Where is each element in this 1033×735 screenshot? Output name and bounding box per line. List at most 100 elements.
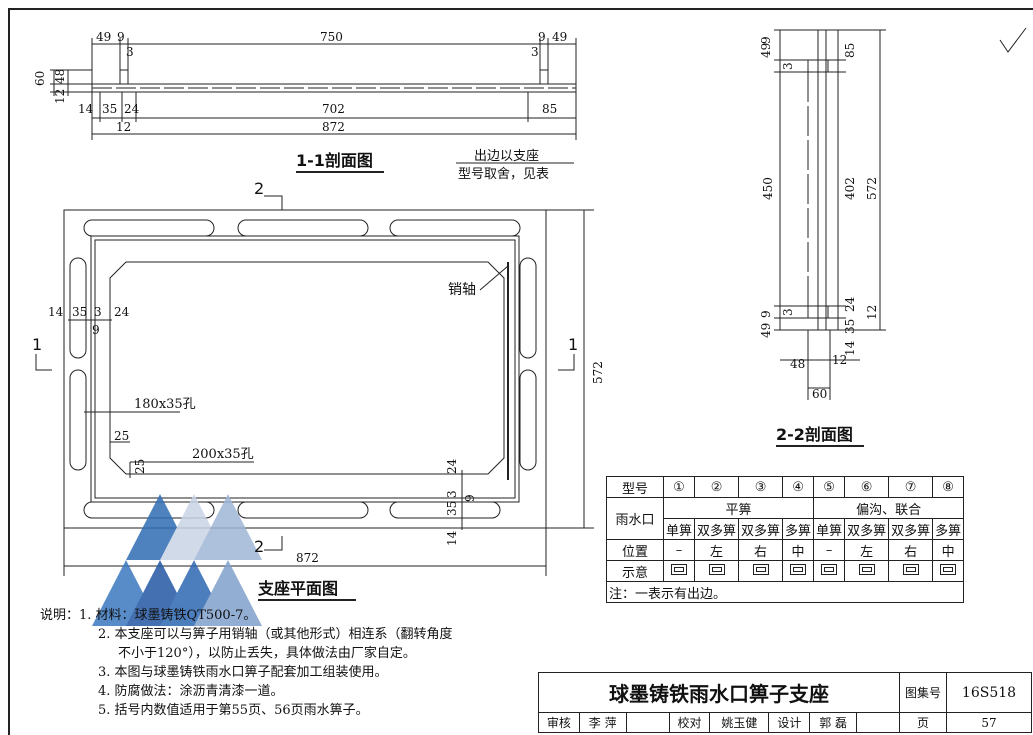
dim-2-2-402: 402 xyxy=(843,177,857,200)
group-offset: 偏沟、联合 xyxy=(813,497,965,519)
plan-pin-label: 销轴 xyxy=(448,282,476,298)
atlas-label: 图集号 xyxy=(899,672,947,713)
type-2: ② xyxy=(694,476,740,498)
grate-symbol-icon xyxy=(821,563,838,575)
section-1-1-note-1: 出边以支座 xyxy=(474,149,539,164)
dim-702: 702 xyxy=(322,102,345,116)
dim-2-2-12b: 12 xyxy=(832,353,847,367)
dim-9-tl: 9 xyxy=(117,30,125,44)
note-1: 1. 材料：球墨铸铁QT500-7。 xyxy=(79,608,257,623)
section-1-1-title: 1-1剖面图 xyxy=(296,151,373,170)
dim-9-tr: 9 xyxy=(538,30,546,44)
grate-symbol-icon xyxy=(940,563,957,575)
note-2-cont: 不小于120°），以防止丢失，具体做法由厂家自定。 xyxy=(118,646,416,661)
inlet-5: 单箅 xyxy=(813,518,846,540)
table-note: 注：一表示有出边。 xyxy=(605,581,965,603)
dim-750: 750 xyxy=(320,30,343,44)
grate-symbol-icon xyxy=(671,563,687,575)
type-3: ③ xyxy=(738,476,784,498)
design-label: 设计 xyxy=(768,712,811,733)
review-name: 李 萍 xyxy=(578,712,627,733)
schematic-header: 示意 xyxy=(606,560,664,582)
review-signature xyxy=(625,712,670,733)
page-label: 页 xyxy=(899,712,947,733)
dim-2-2-9a: 9 xyxy=(759,36,773,44)
dim-2-2-48: 48 xyxy=(790,357,805,371)
note-2: 2. 本支座可以与箅子用销轴（或其他形式）相连系（翻转角度 xyxy=(98,627,453,642)
dim-872-b: 872 xyxy=(322,120,345,134)
drawing-title: 球墨铸铁雨水口箅子支座 xyxy=(538,672,900,713)
grate-symbol-icon xyxy=(752,563,769,575)
note-3: 3. 本图与球墨铸铁雨水口箅子配套加工组装使用。 xyxy=(98,665,388,680)
inlet-8: 多箅 xyxy=(932,518,965,540)
cut-mark-top: 2 xyxy=(254,179,264,198)
inlet-6: 双多箅 xyxy=(844,518,890,540)
plan-dim-r9: 9 xyxy=(463,494,477,502)
position-2: 左 xyxy=(694,539,740,561)
title-block: 球墨铸铁雨水口箅子支座 图集号 16S518 审核 李 萍 校对 姚玉健 设计 … xyxy=(538,672,1032,733)
type-1: ① xyxy=(662,476,696,498)
group-flat: 平箅 xyxy=(662,497,815,519)
cut-mark-left: 1 xyxy=(32,335,42,354)
inlet-1: 单箅 xyxy=(662,518,696,540)
design-name: 郭 磊 xyxy=(809,712,857,733)
plan-dim-572: 572 xyxy=(591,361,605,384)
type-4: ④ xyxy=(782,476,815,498)
position-4: 中 xyxy=(782,539,815,561)
dim-2-2-14: 14 xyxy=(843,340,857,356)
inlet-4: 多箅 xyxy=(782,518,815,540)
dim-2-2-9b: 9 xyxy=(759,310,773,318)
dim-3-tr: 3 xyxy=(531,45,539,59)
type-table: 型号 ① ② ③ ④ ⑤ ⑥ ⑦ ⑧ 雨水口 平箅 偏沟、联合 单箅 双多箅 双… xyxy=(605,476,965,603)
plan-inner-opening xyxy=(109,261,505,475)
position-1: – xyxy=(662,539,696,561)
cut-mark-bottom: 2 xyxy=(254,537,264,556)
notes-label: 说明： xyxy=(40,608,80,623)
dim-49-tr: 49 xyxy=(552,30,567,44)
position-header: 位置 xyxy=(606,539,664,561)
grate-symbol-icon xyxy=(790,563,807,575)
dim-49-tl: 49 xyxy=(96,30,111,44)
section-1-1-lip-right xyxy=(539,69,549,85)
plan-dim-14: 14 xyxy=(48,305,64,319)
dim-2-2-85: 85 xyxy=(843,43,857,58)
grate-symbol-icon xyxy=(902,563,919,575)
section-1-1-note-2: 型号取舍，见表 xyxy=(458,167,549,182)
type-7: ⑦ xyxy=(888,476,934,498)
dim-48: 48 xyxy=(53,69,67,84)
review-label: 审核 xyxy=(538,712,580,733)
plan-hole-200: 200x35孔 xyxy=(192,447,254,462)
plan-dim-9: 9 xyxy=(92,323,100,337)
plan-dim-24: 24 xyxy=(114,305,130,319)
inlet-header: 雨水口 xyxy=(606,497,664,540)
watermark-logo xyxy=(92,494,262,626)
check-label: 校对 xyxy=(668,712,711,733)
check-name: 姚玉健 xyxy=(709,712,770,733)
plan-hole-180: 180x35孔 xyxy=(134,397,196,412)
inlet-3: 双多箅 xyxy=(738,518,784,540)
grate-symbol-icon xyxy=(858,563,875,575)
design-signature xyxy=(856,712,900,733)
dim-2-2-24: 24 xyxy=(843,296,857,312)
section-2-2-wall xyxy=(817,29,827,331)
plan-title: 支座平面图 xyxy=(257,579,338,598)
plan-dim-r35: 35 xyxy=(445,501,459,516)
dim-2-2-3b: 3 xyxy=(781,308,795,316)
plan-dim-25a: 25 xyxy=(114,429,129,443)
section-1-1-lip-left xyxy=(119,69,129,85)
page-number: 57 xyxy=(946,712,1032,733)
position-5: – xyxy=(813,539,846,561)
position-6: 左 xyxy=(844,539,890,561)
section-2-2-title: 2-2剖面图 xyxy=(776,425,853,444)
dim-2-2-12a: 12 xyxy=(865,305,879,320)
dim-2-2-3a: 3 xyxy=(781,62,795,70)
type-header: 型号 xyxy=(606,476,664,498)
dim-12: 12 xyxy=(53,89,67,104)
drawing-frame xyxy=(8,8,1033,735)
dim-2-2-49b: 49 xyxy=(759,323,773,338)
dim-12-b: 12 xyxy=(116,120,131,134)
dim-85-b: 85 xyxy=(542,102,557,116)
dim-60: 60 xyxy=(33,71,47,86)
notes: 说明：1. 材料：球墨铸铁QT500-7。 2. 本支座可以与箅子用销轴（或其他… xyxy=(40,606,453,720)
